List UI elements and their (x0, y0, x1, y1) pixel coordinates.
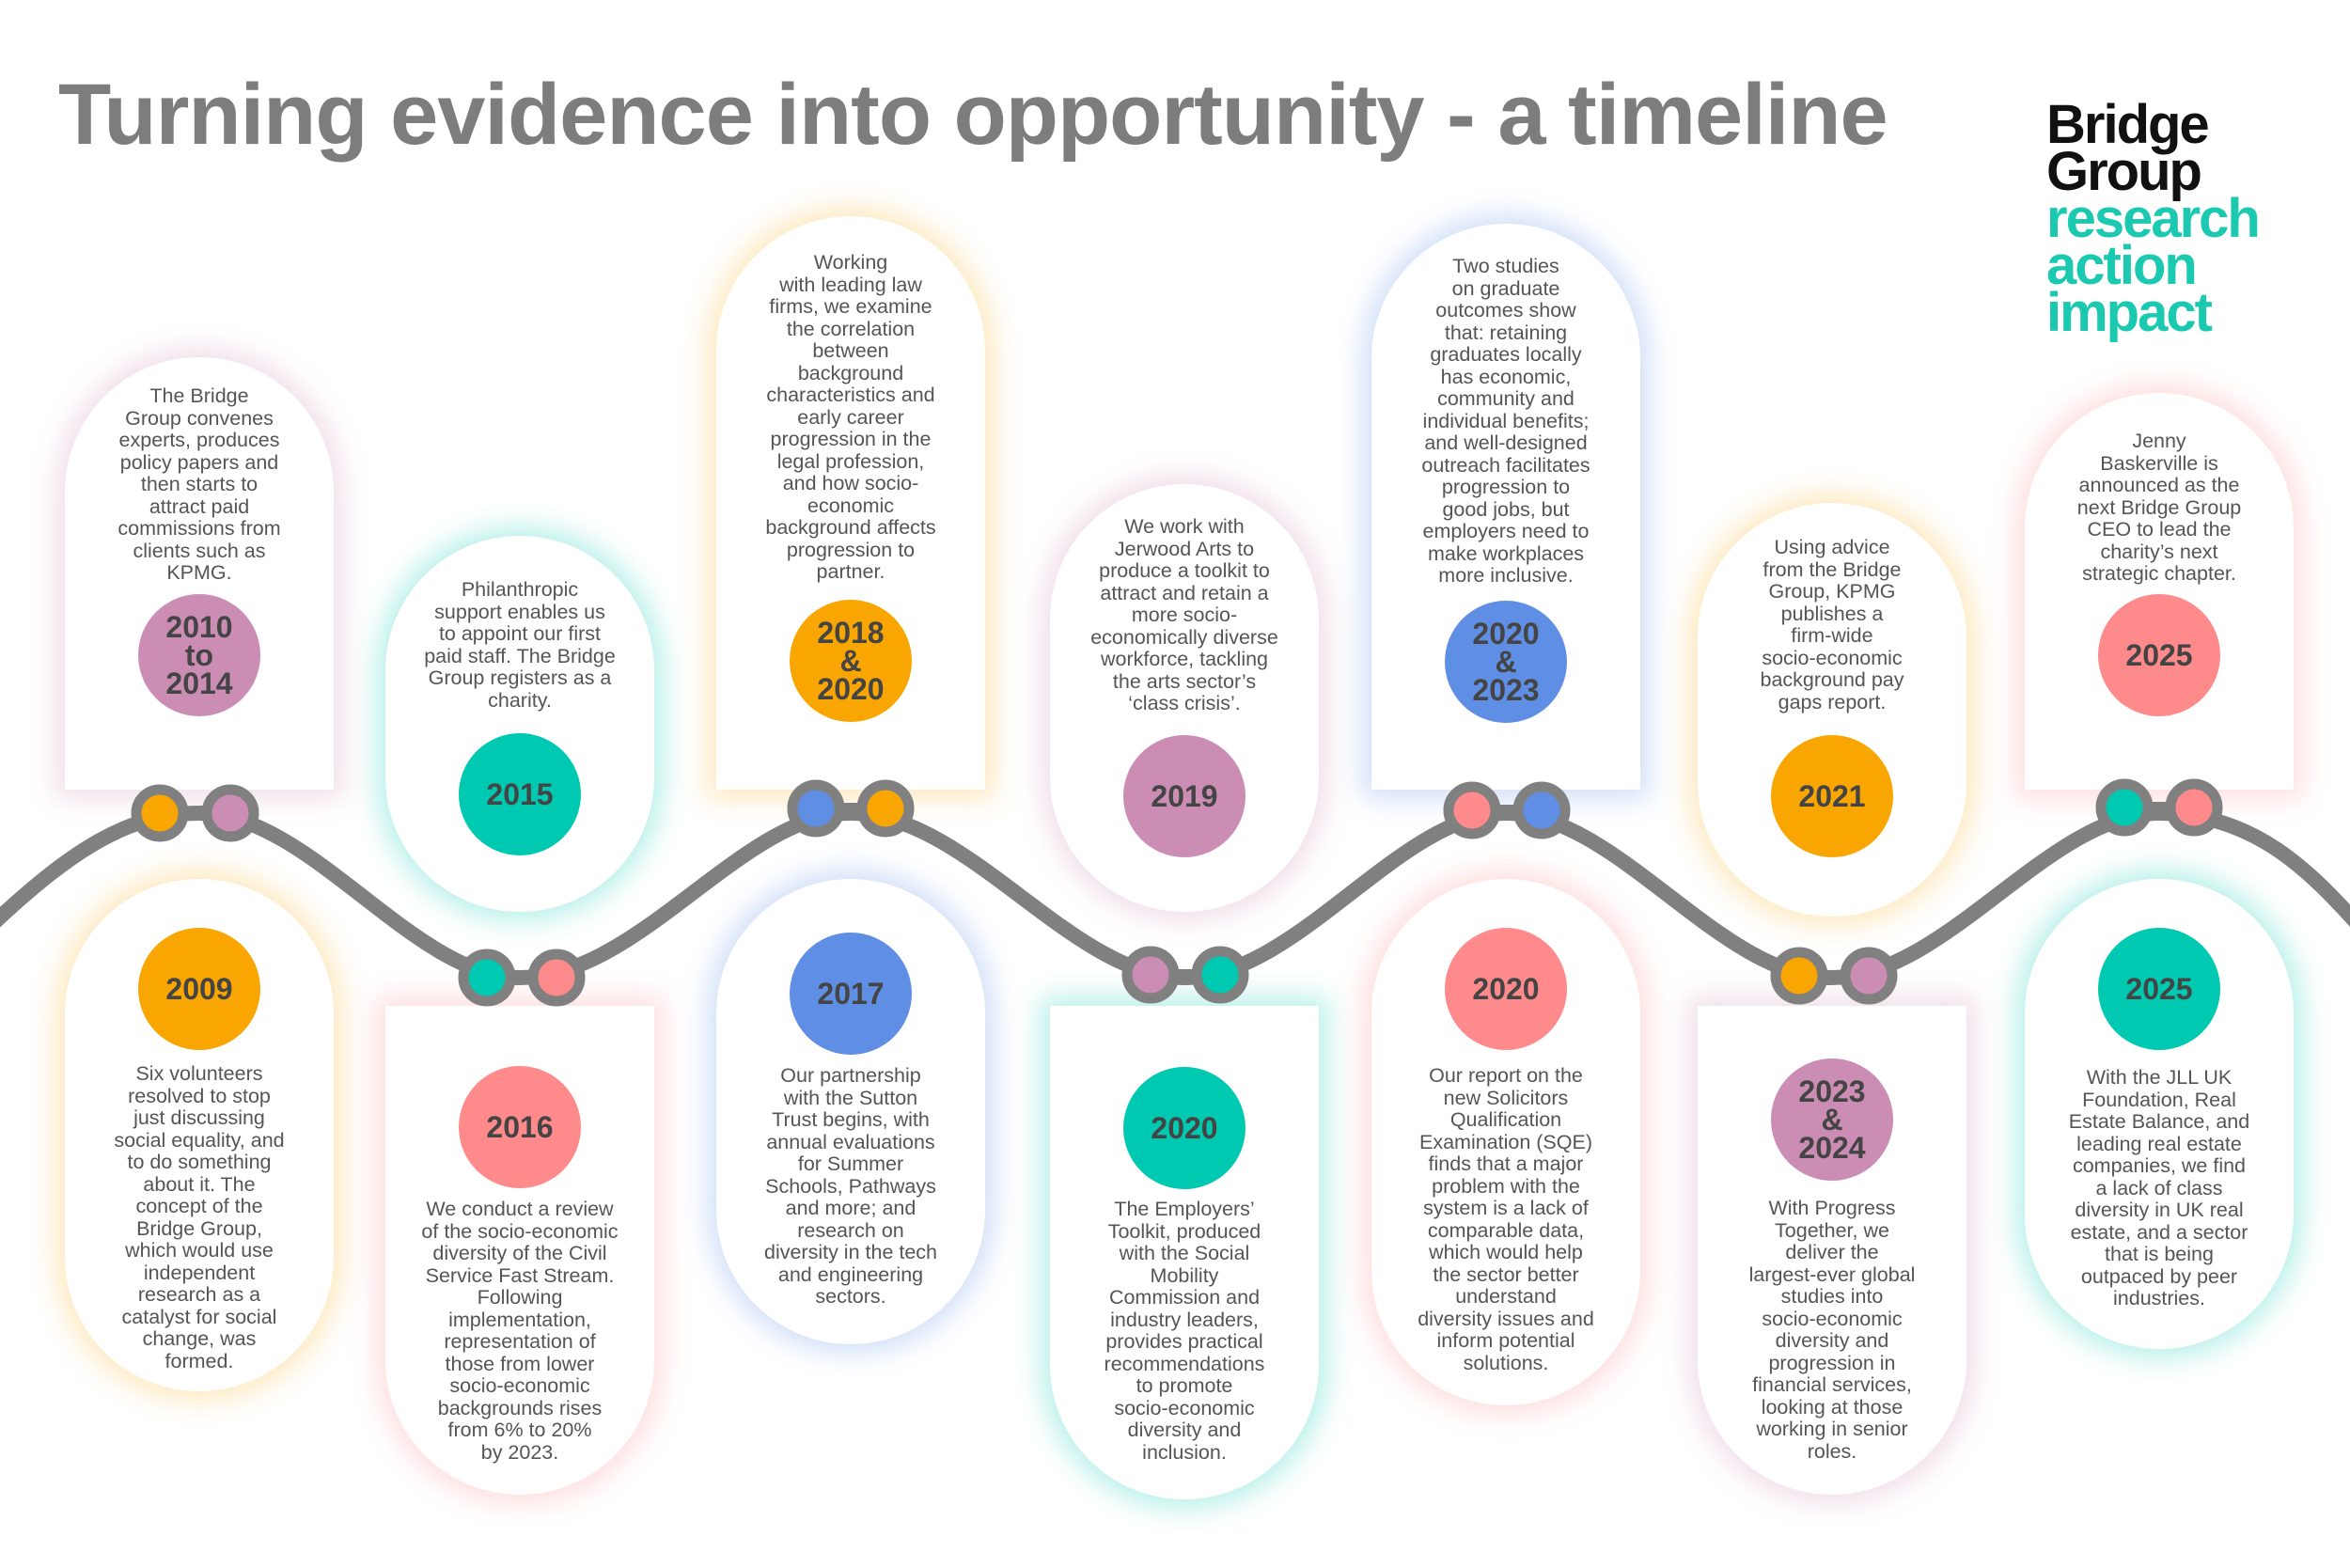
milestone-text: With Progress Together, we deliver the l… (1748, 1197, 1916, 1463)
year-badge: 2019 (1123, 735, 1246, 857)
connector-dot (2095, 778, 2154, 837)
milestone-card-2015: Philanthropic support enables us to appo… (385, 536, 654, 912)
year-badge: 2009 (138, 928, 260, 1050)
milestone-card-2023-2024: With Progress Together, we deliver the l… (1698, 1006, 1966, 1495)
year-badge: 2020 (1123, 1067, 1246, 1189)
milestone-card-2018-2020: Working with leading law firms, we exami… (716, 216, 985, 790)
year-badge: 2010 to 2014 (138, 594, 260, 716)
connector-dot (527, 949, 586, 1007)
milestone-text: Working with leading law firms, we exami… (765, 251, 936, 583)
milestone-card-2021: Using advice from the Bridge Group, KPMG… (1698, 503, 1966, 917)
milestone-text: We work with Jerwood Arts to produce a t… (1090, 515, 1278, 714)
year-badge: 2016 (459, 1066, 581, 1188)
logo-line-bridge: Bridge (2046, 94, 2210, 155)
milestone-card-2009: Six volunteers resolved to stop just dis… (65, 879, 334, 1391)
milestone-card-2020-toolkit: The Employers’ Toolkit, produced with th… (1050, 1006, 1319, 1499)
connector-dot (1840, 947, 1898, 1005)
connector-dot (1191, 946, 1249, 1004)
connector-dot (2165, 778, 2223, 837)
wave-path (0, 805, 2350, 986)
milestone-text: Two studies on graduate outcomes show th… (1421, 255, 1590, 587)
milestone-text: With the JLL UK Foundation, Real Estate … (2068, 1066, 2250, 1309)
year-badge: 2017 (790, 933, 912, 1055)
milestone-card-2020-sqe: Our report on the new Solicitors Qualifi… (1371, 879, 1640, 1405)
year-badge: 2023 & 2024 (1771, 1058, 1893, 1181)
milestone-text: Jenny Baskerville is announced as the ne… (2076, 430, 2242, 585)
logo-tag-impact: impact (2046, 282, 2213, 343)
milestone-card-2010-2014: The Bridge Group convenes experts, produ… (65, 357, 334, 790)
connector-dot (1443, 781, 1501, 839)
year-badge: 2025 (2098, 594, 2220, 716)
milestone-card-2016: We conduct a review of the socio-economi… (385, 1006, 654, 1495)
milestone-card-2020-2023: Two studies on graduate outcomes show th… (1371, 224, 1640, 790)
year-badge: 2015 (459, 733, 581, 855)
logo-tag-action: action (2046, 235, 2198, 296)
connector-dot (856, 779, 915, 838)
year-badge: 2018 & 2020 (790, 600, 912, 722)
milestone-text: We conduct a review of the socio-economi… (421, 1198, 619, 1464)
connector-dot (201, 784, 259, 842)
connector-dot (1770, 947, 1828, 1005)
logo-tag-research: research (2046, 188, 2261, 249)
year-badge: 2020 (1445, 928, 1567, 1050)
logo-line-group: Group (2046, 141, 2202, 202)
milestone-text: Using advice from the Bridge Group, KPMG… (1760, 536, 1904, 713)
milestone-card-2017: Our partnership with the Sutton Trust be… (716, 879, 985, 1344)
milestone-text: Six volunteers resolved to stop just dis… (114, 1062, 285, 1372)
connector-dot (1512, 781, 1571, 839)
bridge-group-logo: Bridge Group research action impact (2046, 94, 2261, 343)
connector-dot (458, 949, 516, 1007)
connector-dots (131, 778, 2223, 1007)
year-badge: 2020 & 2023 (1445, 601, 1567, 723)
connector-dot (1121, 946, 1180, 1004)
year-badge: 2021 (1771, 735, 1893, 857)
year-badge: 2025 (2098, 928, 2220, 1050)
connector-dot (787, 779, 845, 838)
connector-dot (131, 784, 189, 842)
milestone-text: Philanthropic support enables us to appo… (424, 578, 616, 712)
milestone-text: Our partnership with the Sutton Trust be… (763, 1064, 938, 1308)
milestone-text: Our report on the new Solicitors Qualifi… (1418, 1064, 1594, 1374)
milestone-text: The Employers’ Toolkit, produced with th… (1104, 1198, 1265, 1464)
page-title: Turning evidence into opportunity - a ti… (58, 67, 1888, 163)
milestone-text: The Bridge Group convenes experts, produ… (118, 384, 281, 584)
milestone-card-2025-jll: With the JLL UK Foundation, Real Estate … (2025, 879, 2294, 1349)
milestone-card-2025-ceo: Jenny Baskerville is announced as the ne… (2025, 393, 2294, 790)
milestone-card-2019: We work with Jerwood Arts to produce a t… (1050, 484, 1319, 912)
